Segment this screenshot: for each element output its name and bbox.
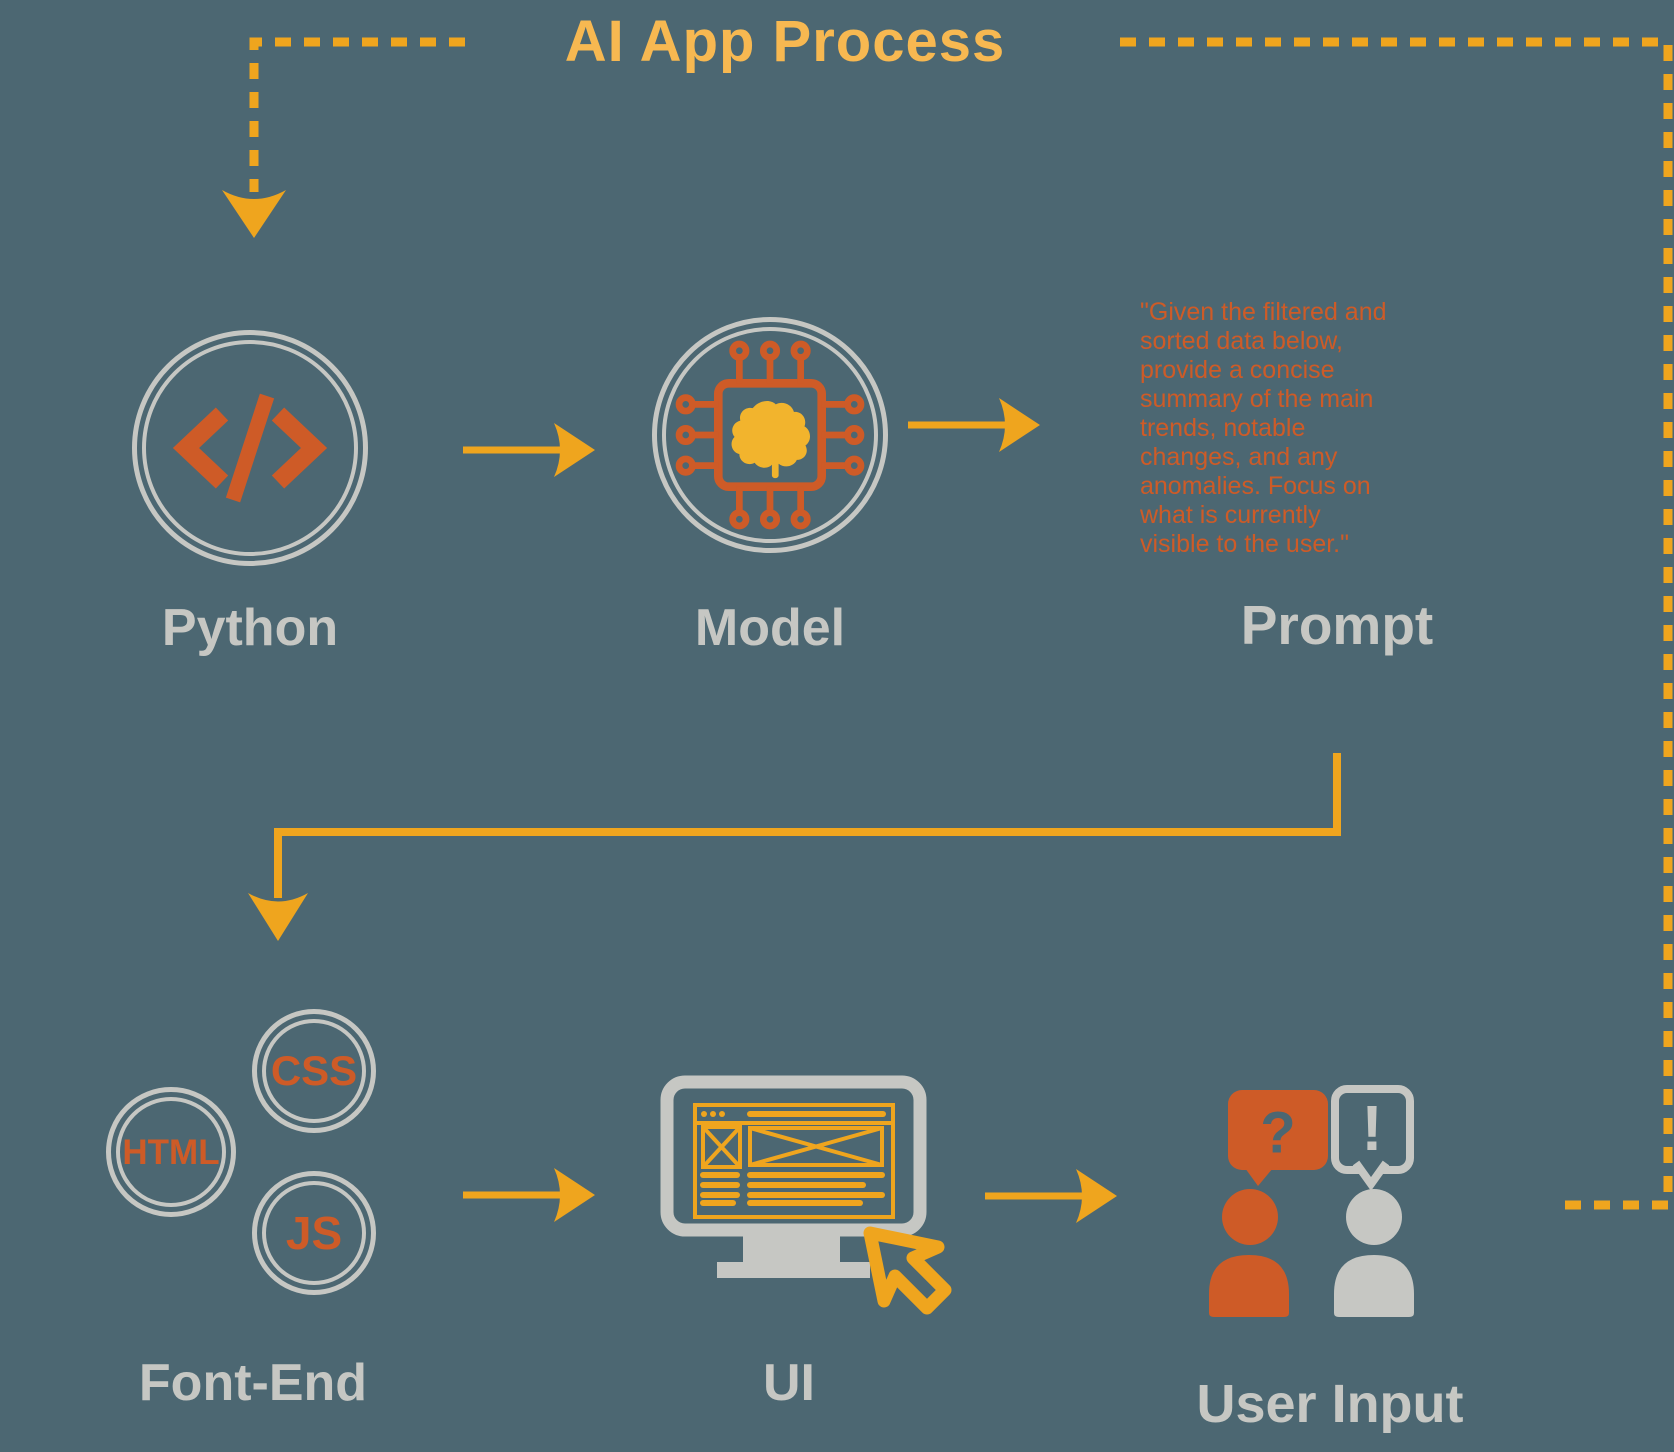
js-badge-label: JS bbox=[285, 1207, 343, 1259]
exclamation-bubble-icon: ! bbox=[1331, 1085, 1414, 1191]
prompt-label: Prompt bbox=[1240, 594, 1434, 656]
cursor-icon bbox=[863, 1226, 952, 1315]
arrow-ui-userinput bbox=[985, 1169, 1117, 1223]
js-badge: JS bbox=[252, 1171, 376, 1295]
brain-icon bbox=[731, 401, 811, 479]
question-mark: ? bbox=[1260, 1101, 1295, 1166]
monitor-cursor-icon bbox=[660, 1075, 952, 1315]
html-badge-label: HTML bbox=[122, 1132, 220, 1172]
code-icon bbox=[172, 393, 328, 503]
browser-wireframe-icon bbox=[693, 1103, 895, 1219]
arrow-python-model bbox=[463, 423, 595, 477]
user-input-icon: ? ! bbox=[1209, 1085, 1414, 1317]
arrow-model-prompt bbox=[908, 398, 1040, 452]
python-label: Python bbox=[161, 599, 339, 657]
diagram-title: AI App Process bbox=[564, 9, 1006, 74]
elbow-prompt-frontend bbox=[248, 753, 1341, 941]
dashed-feedback-arrow-left bbox=[222, 37, 465, 238]
css-badge: CSS bbox=[252, 1009, 376, 1133]
model-node bbox=[652, 317, 888, 553]
exclamation-mark: ! bbox=[1361, 1092, 1382, 1164]
frontend-label: Font-End bbox=[138, 1354, 368, 1412]
person-orange-icon bbox=[1209, 1189, 1289, 1317]
question-bubble-icon: ? bbox=[1228, 1090, 1328, 1186]
ai-chip-brain-icon bbox=[675, 340, 865, 530]
arrowhead-down-icon bbox=[222, 190, 286, 238]
html-badge: HTML bbox=[106, 1087, 236, 1217]
python-node bbox=[132, 330, 368, 566]
ui-label: UI bbox=[763, 1354, 815, 1412]
arrow-frontend-ui bbox=[463, 1168, 595, 1222]
model-label: Model bbox=[694, 599, 846, 657]
wireframe-text-lines bbox=[700, 1111, 886, 1206]
person-gray-icon bbox=[1334, 1189, 1414, 1317]
wireframe-dots bbox=[701, 1111, 725, 1117]
dashed-feedback-loop-right bbox=[1120, 37, 1673, 1210]
prompt-quote-text: "Given the filtered and sorted data belo… bbox=[1140, 298, 1387, 558]
userinput-label: User Input bbox=[1196, 1374, 1464, 1434]
css-badge-label: CSS bbox=[270, 1047, 358, 1094]
